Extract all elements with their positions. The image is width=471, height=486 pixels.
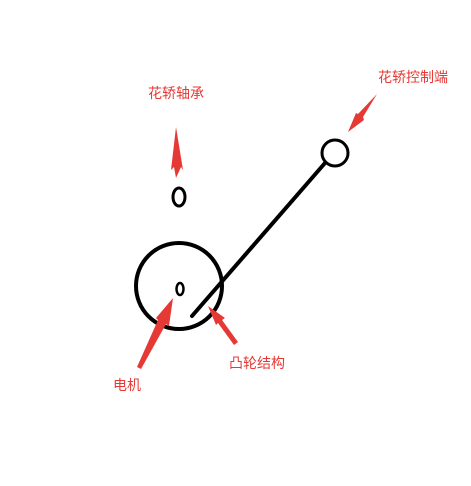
control-end-joint	[320, 138, 350, 168]
arrow-sedan-bearing	[171, 127, 183, 178]
arrow-cam-structure	[208, 306, 238, 345]
sedan-bearing-label: 花轿轴承	[148, 86, 204, 102]
cam-structure-label: 凸轮结构	[229, 356, 285, 372]
motor-shaft	[175, 281, 185, 297]
arrow-sedan-control-end	[348, 94, 377, 132]
sedan-control-end-label: 花轿控制端	[378, 70, 448, 86]
cam-wheel	[134, 241, 224, 331]
arrow-motor	[137, 298, 173, 369]
sedan-bearing-shape	[171, 186, 187, 208]
control-rod	[190, 161, 327, 318]
motor-label: 电机	[113, 378, 141, 394]
